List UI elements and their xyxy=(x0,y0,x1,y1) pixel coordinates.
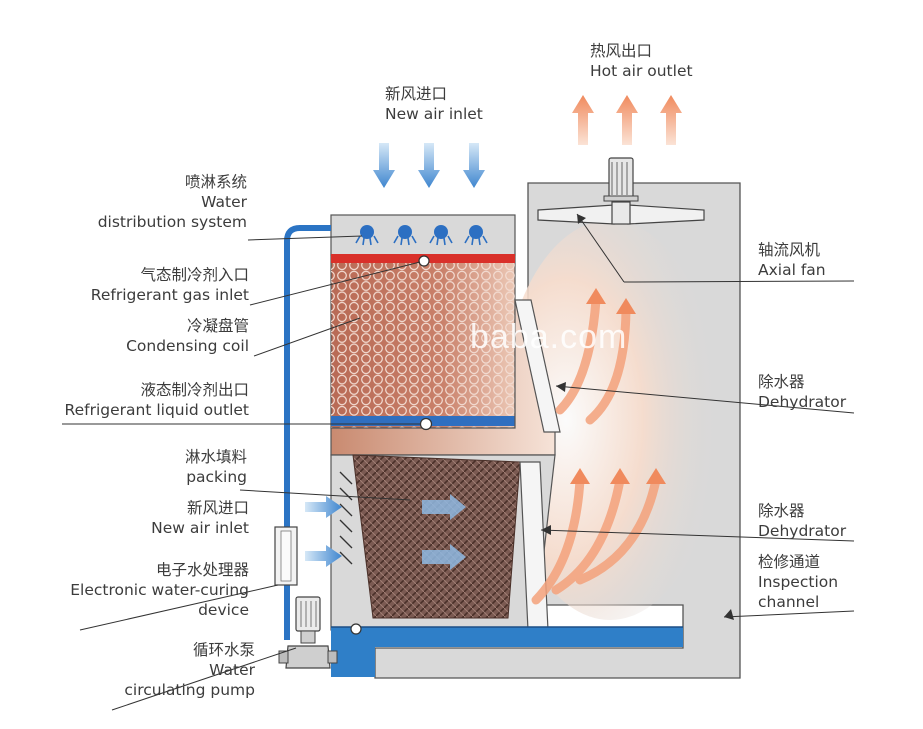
gas-inlet-port xyxy=(418,255,430,267)
watermark: baba.com xyxy=(470,318,628,356)
packing-air-arrows xyxy=(422,494,466,570)
rising-hot-air-arrowheads xyxy=(570,288,666,484)
water-basin xyxy=(331,626,683,677)
axial-fan-icon xyxy=(537,157,705,225)
leader-lines xyxy=(62,213,855,711)
new-air-inlet-arrows-top xyxy=(373,143,485,188)
water-pipe xyxy=(284,225,331,640)
hot-air-outlet-arrows xyxy=(572,95,682,145)
air-inlet-louvers xyxy=(339,471,353,565)
leader-arrowheads xyxy=(541,214,734,620)
rising-hot-air-arrows xyxy=(531,295,661,605)
water-circulating-pump-icon xyxy=(278,596,338,669)
spray-nozzle-icons xyxy=(355,225,488,246)
liquid-outlet-port xyxy=(419,417,433,431)
packing-fill xyxy=(352,454,521,619)
float-valve xyxy=(350,623,362,635)
coil-section-housing xyxy=(330,214,556,631)
electronic-water-curing-device-icon xyxy=(274,526,298,586)
new-air-inlet-arrows-side xyxy=(305,496,342,567)
